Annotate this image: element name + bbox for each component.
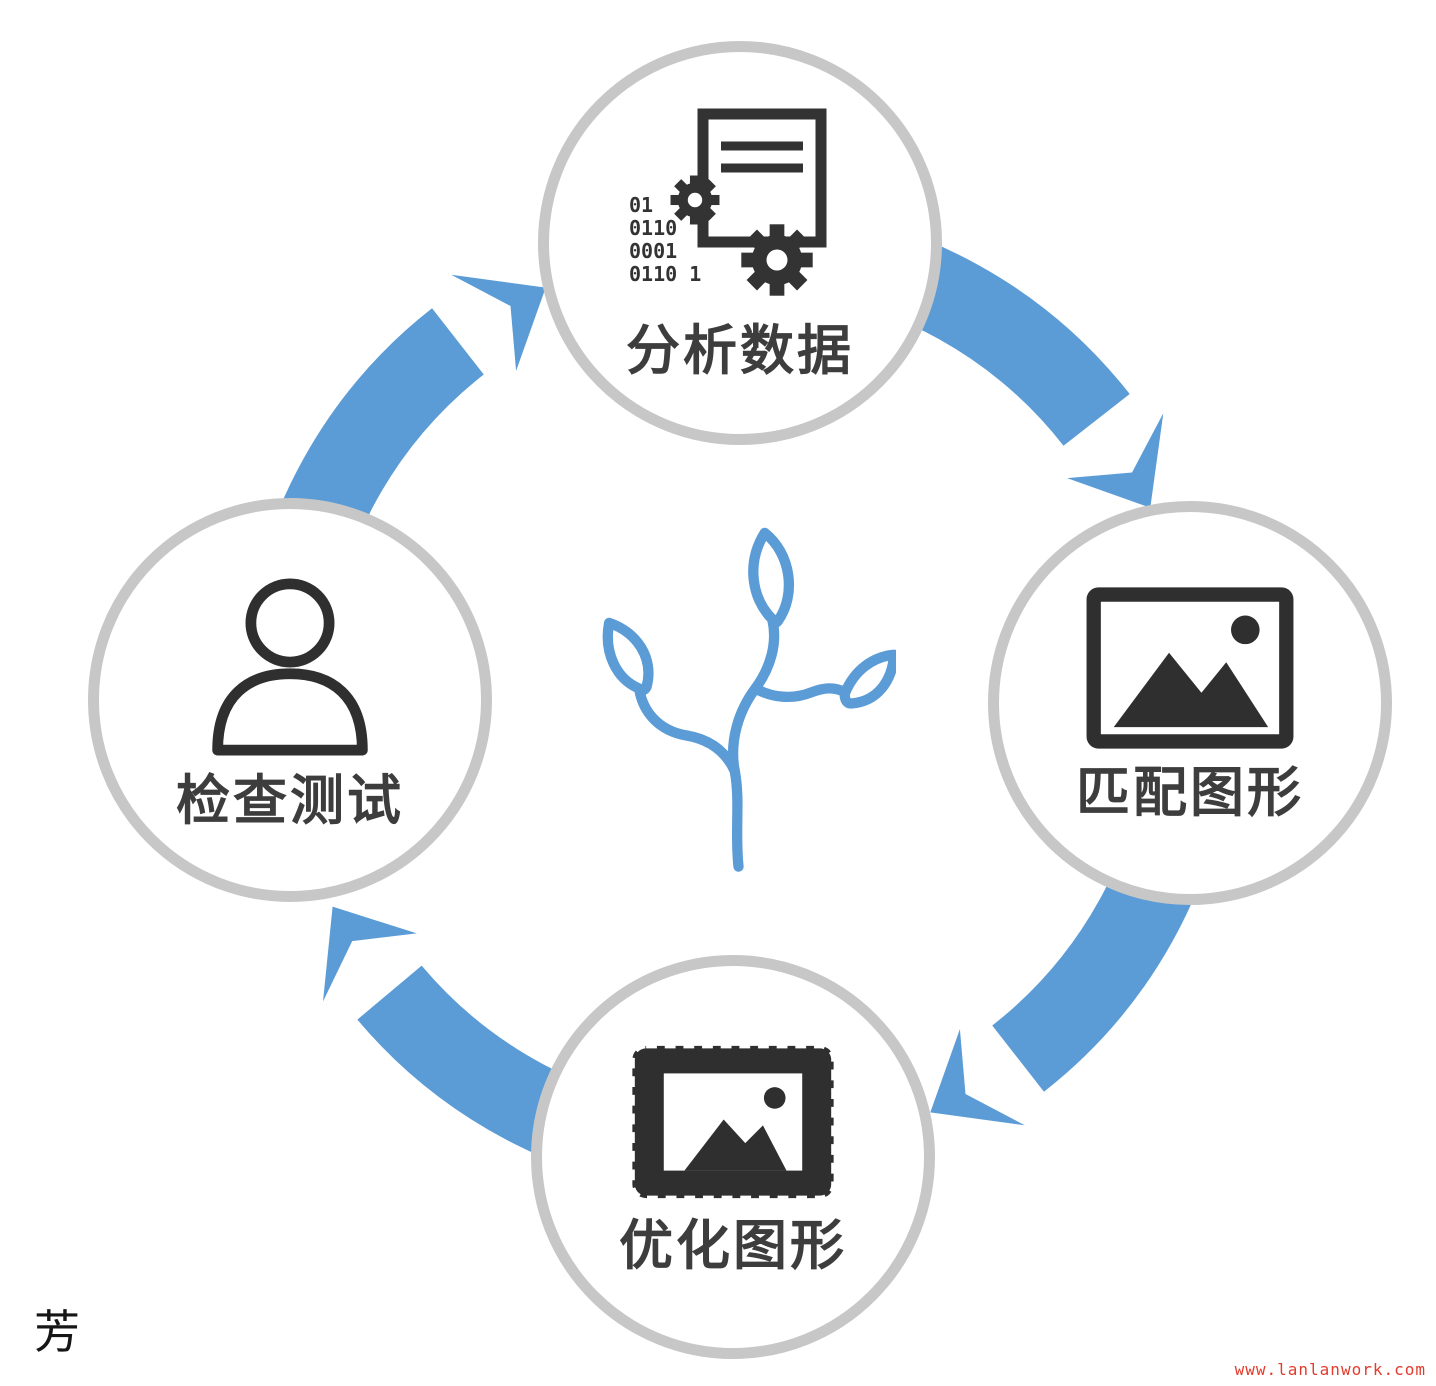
svg-text:0110: 0110 bbox=[629, 216, 677, 240]
tree-left-leaf bbox=[602, 617, 654, 696]
node-check-test: 检查测试 bbox=[88, 498, 492, 902]
tree-trunk bbox=[727, 613, 780, 872]
tree-left-branch bbox=[633, 683, 740, 777]
svg-text:01: 01 bbox=[629, 193, 653, 217]
node-label-match-graphics: 匹配图形 bbox=[1076, 761, 1304, 824]
document-icon bbox=[697, 108, 827, 248]
node-label-analyze-data: 分析数据 bbox=[626, 319, 854, 382]
svg-text:0110 1: 0110 1 bbox=[629, 262, 701, 286]
site-watermark: www.lanlanwork.com bbox=[1234, 1360, 1426, 1379]
arrowhead-southwest-icon bbox=[323, 906, 417, 1002]
person-head bbox=[245, 578, 335, 668]
framed-picture-icon bbox=[629, 1043, 837, 1201]
person-review-icon bbox=[212, 578, 368, 756]
tree-right-leaf bbox=[839, 649, 896, 709]
picture-mountains bbox=[684, 1119, 787, 1171]
image-mountains bbox=[1113, 652, 1269, 728]
tree-sapling-icon bbox=[602, 527, 896, 872]
corner-character: 芳 bbox=[34, 1305, 80, 1359]
image-match-icon bbox=[1086, 587, 1294, 749]
image-sun-dot bbox=[1231, 615, 1260, 645]
arrowhead-southeast-icon bbox=[930, 1029, 1025, 1126]
gear-large-icon bbox=[741, 224, 813, 296]
gear-small-icon bbox=[670, 175, 720, 225]
picture-sun-dot bbox=[763, 1087, 786, 1109]
node-analyze-data: 01 0110 0001 0110 1 分析数据 bbox=[538, 41, 942, 445]
tree-right-branch bbox=[750, 683, 851, 702]
node-label-optimize-graphics: 优化图形 bbox=[619, 1214, 847, 1277]
arrowhead-northeast-icon bbox=[1067, 413, 1164, 508]
svg-text:0001: 0001 bbox=[629, 239, 677, 263]
person-shoulders bbox=[212, 668, 368, 756]
data-analysis-icon: 01 0110 0001 0110 1 bbox=[629, 108, 827, 296]
node-optimize-graphics: 优化图形 bbox=[531, 955, 935, 1359]
node-match-graphics: 匹配图形 bbox=[988, 501, 1392, 905]
arrowhead-northwest-icon bbox=[451, 274, 546, 371]
binary-code-text: 01 0110 0001 0110 1 bbox=[629, 193, 701, 286]
tree-top-leaf bbox=[748, 527, 794, 628]
node-label-check-test: 检查测试 bbox=[176, 769, 404, 832]
